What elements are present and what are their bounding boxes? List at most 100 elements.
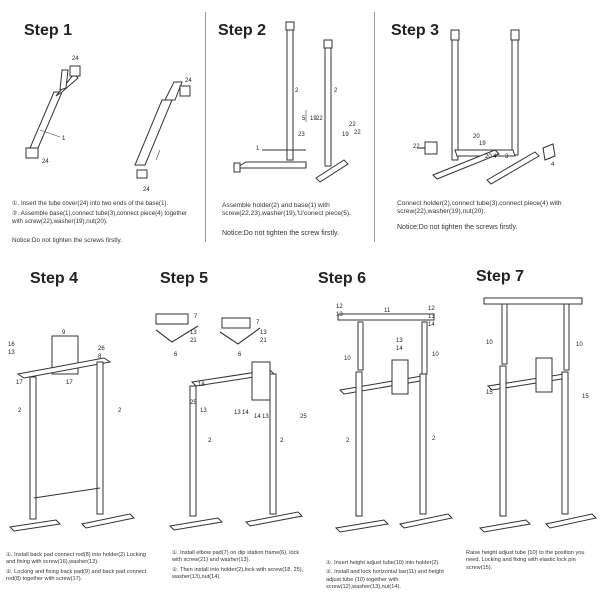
instruction-line: ①. Insert height adjust tube(10) into ho… xyxy=(326,560,440,566)
part-label: 14 xyxy=(428,322,435,328)
step-notice: Notice:Do not tighten the screws firstly… xyxy=(12,237,122,244)
part-label: 4 xyxy=(551,162,555,168)
instruction-line: ①. Insert the tube cover(24) into two en… xyxy=(12,200,169,207)
instruction-line: Raise height adjust tube (10) to the pos… xyxy=(466,550,585,571)
part-label: 13 xyxy=(8,350,15,356)
part-label: 6 xyxy=(238,352,242,358)
instruction-line: Connect holder(2),connect tube(3),connec… xyxy=(397,200,562,216)
instruction-line: ②. Assemble base(1),connect tube(3),conn… xyxy=(12,210,188,226)
part-label: 25 xyxy=(190,400,197,406)
part-label: 12 xyxy=(428,306,435,312)
part-label: 14 xyxy=(242,410,249,416)
step-notice: Notice:Do not tighten the screw firstly. xyxy=(222,230,339,237)
step-title: Step 1 xyxy=(24,22,73,39)
part-label: 24 xyxy=(72,56,79,62)
part-label: 21 xyxy=(190,338,197,344)
part-label: 2 xyxy=(334,88,338,94)
panel-divider xyxy=(205,12,206,242)
part-label: 9 xyxy=(62,330,66,336)
part-label: 17 xyxy=(16,380,23,386)
part-label: 10 xyxy=(486,340,493,346)
part-label: 20 xyxy=(485,154,492,160)
step-title: Step 4 xyxy=(30,270,79,287)
part-label: 2 xyxy=(18,408,22,414)
part-label: 13 xyxy=(396,338,403,344)
part-label: 13 xyxy=(428,314,435,320)
part-label: 2 xyxy=(118,408,122,414)
part-label: 25 xyxy=(300,414,307,420)
part-label: 14 xyxy=(254,414,261,420)
step-7-diagram: 10 10 15 15 xyxy=(478,297,598,533)
part-label: 10 xyxy=(432,352,439,358)
step-title: Step 7 xyxy=(476,268,525,285)
part-label: 24 xyxy=(185,78,192,84)
step-1-diagram: 24 1 24 24 24 xyxy=(25,56,192,193)
step-title: Step 3 xyxy=(391,22,440,39)
instruction-line: ②. Locking and fixing back pad(9) and ba… xyxy=(6,568,147,583)
part-label: 22 xyxy=(354,130,361,136)
step-instructions: Raise height adjust tube (10) to the pos… xyxy=(466,550,600,574)
part-label: 6 xyxy=(174,352,178,358)
step-6-diagram: 12 13 11 12 13 14 13 14 10 10 2 2 xyxy=(334,304,454,533)
part-label: 15 xyxy=(582,394,589,400)
part-label: 1 xyxy=(62,136,66,142)
step-4-panel: Step 4 9 16 13 26 8 17 17 2 2 ①. Install… xyxy=(0,262,150,600)
instruction-line: ①. Install elbow pad(7) on dip station f… xyxy=(172,550,300,564)
step-5-panel: Step 5 7 13 21 7 13 21 6 6 18 25 13 13 1… xyxy=(150,262,310,600)
step-title: Step 2 xyxy=(218,22,267,39)
step-instructions: ①. Insert height adjust tube(10) into ho… xyxy=(326,560,460,594)
step-title: Step 5 xyxy=(160,270,209,287)
part-label: 13 xyxy=(190,330,197,336)
step-instructions: Assemble holder(2) and base(1) with scre… xyxy=(222,202,372,220)
part-label: 22 xyxy=(349,122,356,128)
part-label: 17 xyxy=(66,380,73,386)
part-label: 13 xyxy=(260,330,267,336)
part-label: 20 xyxy=(473,134,480,140)
part-label: 7 xyxy=(194,314,198,320)
part-label: 10 xyxy=(576,342,583,348)
part-label: 21 xyxy=(260,338,267,344)
part-label: 2 xyxy=(295,88,299,94)
instruction-line: Assemble holder(2) and base(1) with scre… xyxy=(222,202,351,218)
part-label: 15 xyxy=(486,390,493,396)
step-3-diagram: 22 20 19 20 4 3 4 xyxy=(413,29,556,185)
part-label: 24 xyxy=(42,159,49,165)
step-2-panel: Step 2 2 2 5 19 22 23 22 19 22 1 Assembl… xyxy=(206,0,374,245)
step-2-diagram: 2 2 5 19 22 23 22 19 22 1 xyxy=(233,21,361,183)
part-label: 11 xyxy=(384,308,391,314)
part-label: 19 xyxy=(342,132,349,138)
part-label: 22 xyxy=(316,116,323,122)
step-title: Step 6 xyxy=(318,270,367,287)
step-instructions: Connect holder(2),connect tube(3),connec… xyxy=(397,200,572,218)
part-label: 24 xyxy=(143,187,150,193)
part-label: 5 xyxy=(302,116,306,122)
part-label: 7 xyxy=(256,320,260,326)
part-label: 2 xyxy=(280,438,284,444)
part-label: 12 xyxy=(336,304,343,310)
step-4-diagram: 9 16 13 26 8 17 17 2 2 xyxy=(8,330,136,532)
part-label: 19 xyxy=(310,116,317,122)
step-5-diagram: 7 13 21 7 13 21 6 6 18 25 13 13 14 14 13… xyxy=(155,313,307,531)
panel-divider xyxy=(374,12,375,242)
part-label: 8 xyxy=(98,354,102,360)
step-7-panel: Step 7 10 10 15 15 Raise height adjust t… xyxy=(460,262,600,600)
step-1-panel: Step 1 24 1 24 24 24 ①. Insert the tube … xyxy=(0,0,205,245)
part-label: 16 xyxy=(8,342,15,348)
part-label: 10 xyxy=(344,356,351,362)
part-label: 2 xyxy=(346,438,350,444)
part-label: 19 xyxy=(479,141,486,147)
part-label: 22 xyxy=(413,144,420,150)
step-6-panel: Step 6 12 13 11 12 13 14 13 14 10 10 2 2… xyxy=(310,262,460,600)
instruction-line: ②. Then install into holder(2),lock with… xyxy=(172,566,304,581)
part-label: 2 xyxy=(208,438,212,444)
part-label: 1 xyxy=(256,146,260,152)
part-label: 13 xyxy=(234,410,241,416)
instruction-line: ②. Install and lock horizontal bar(11) a… xyxy=(326,569,444,591)
part-label: 13 xyxy=(336,312,343,318)
step-instructions: ①. Insert the tube cover(24) into two en… xyxy=(12,200,197,229)
step-instructions: ①. Install back pad connect rod(8) into … xyxy=(6,552,148,586)
step-3-panel: Step 3 22 20 19 20 4 3 4 Connect holder(… xyxy=(375,0,600,245)
part-label: 13 xyxy=(200,408,207,414)
part-label: 26 xyxy=(98,346,105,352)
part-label: 4 xyxy=(493,154,497,160)
